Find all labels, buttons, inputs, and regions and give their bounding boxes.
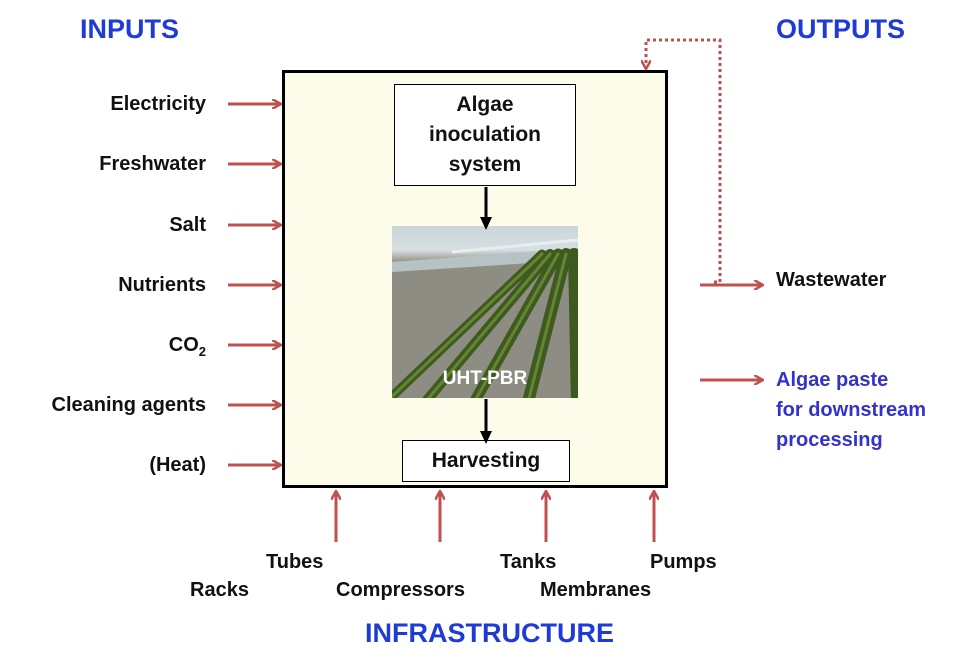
- output-label-algae-paste-line1: Algae paste: [776, 369, 889, 391]
- output-label-algae-paste-line3: processing: [776, 429, 883, 451]
- output-label-wastewater: Wastewater: [776, 269, 887, 291]
- harvesting-box: Harvesting: [402, 440, 570, 482]
- input-label-co2: CO2: [169, 333, 206, 359]
- input-label-heat: (Heat): [149, 454, 206, 476]
- recycle-loop-arrow: [646, 38, 722, 284]
- inputs-heading: INPUTS: [80, 14, 180, 44]
- input-label-cleaning-agents: Cleaning agents: [51, 394, 206, 416]
- harvesting-label: Harvesting: [431, 449, 541, 472]
- infra-label-tanks: Tanks: [500, 551, 557, 573]
- photobioreactor-photo: UHT-PBR: [392, 226, 578, 398]
- input-label-nutrients: Nutrients: [118, 274, 206, 296]
- co2-text: CO: [168, 334, 199, 356]
- infra-label-pumps: Pumps: [650, 551, 717, 573]
- infra-label-racks: Racks: [190, 579, 249, 601]
- input-label-freshwater: Freshwater: [99, 153, 206, 175]
- photobioreactor-label: UHT-PBR: [442, 368, 528, 389]
- tube-array-illustration: [392, 238, 578, 398]
- inoculation-label: Algae inoculation system: [429, 93, 541, 176]
- infra-label-compressors: Compressors: [336, 579, 465, 601]
- co2-subscript: 2: [198, 344, 206, 359]
- infra-label-tubes: Tubes: [266, 551, 324, 573]
- output-label-algae-paste-line2: for downstream: [776, 399, 927, 421]
- inoculation-box: Algae inoculation system: [394, 84, 576, 186]
- outputs-heading: OUTPUTS: [776, 14, 906, 44]
- input-label-electricity: Electricity: [110, 93, 206, 115]
- infra-label-membranes: Membranes: [540, 579, 652, 601]
- infrastructure-heading: INFRASTRUCTURE: [365, 618, 614, 648]
- input-label-salt: Salt: [169, 214, 206, 236]
